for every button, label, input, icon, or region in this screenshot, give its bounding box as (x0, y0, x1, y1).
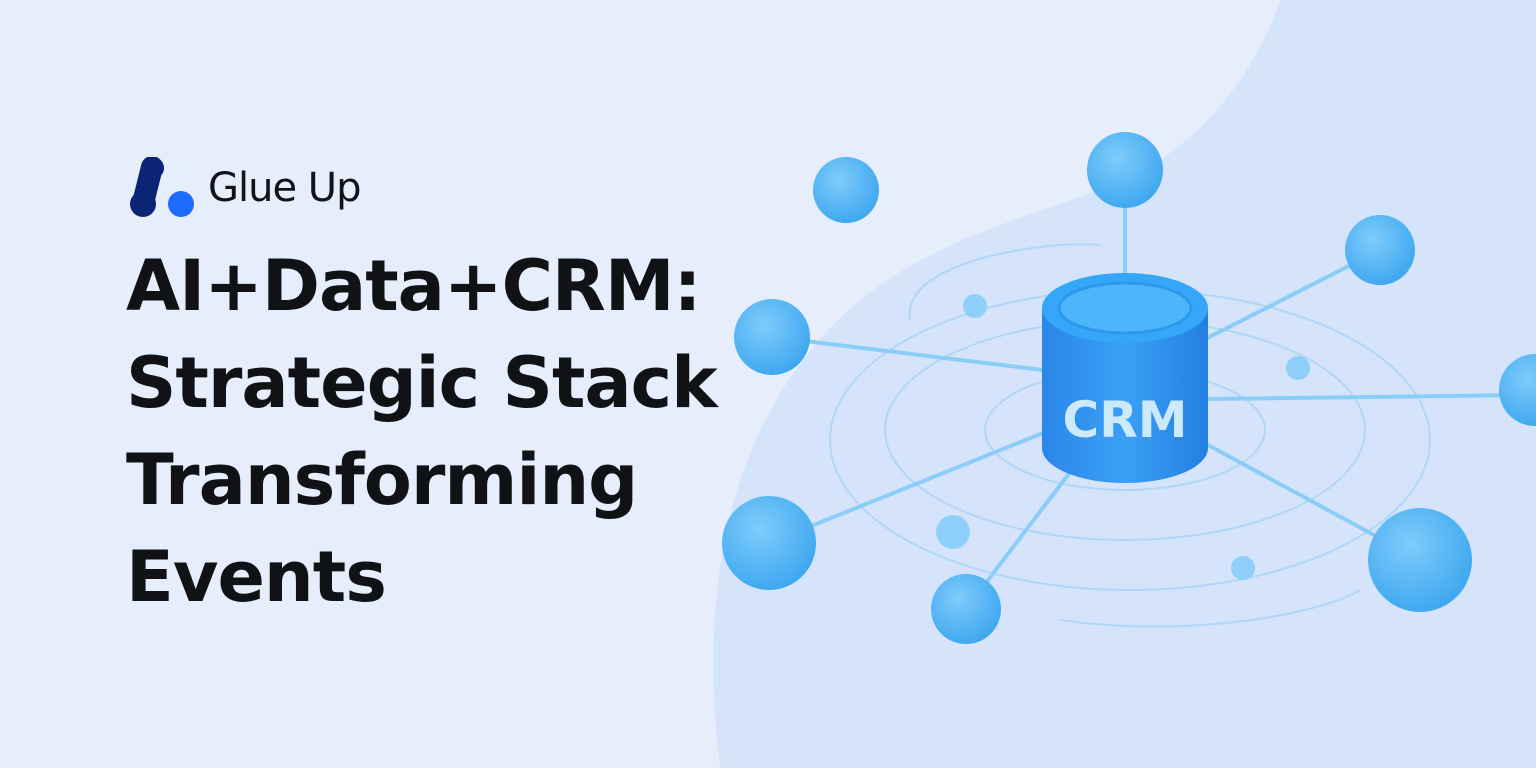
node (931, 574, 1001, 644)
node (1499, 354, 1536, 426)
headline: AI+Data+CRM: Strategic Stack Transformin… (126, 238, 718, 626)
glue-up-logo: Glue Up (130, 157, 361, 219)
network-nodes (722, 132, 1536, 644)
node (813, 157, 879, 223)
node (722, 496, 816, 590)
headline-line: AI+Data+CRM: (126, 245, 701, 327)
headline-line: Events (126, 536, 387, 618)
headline-line: Strategic Stack (126, 342, 718, 424)
small-dots (936, 294, 1310, 580)
node (734, 299, 810, 375)
crm-label: CRM (1063, 391, 1188, 449)
glue-up-logo-icon (130, 157, 194, 217)
node (1345, 215, 1415, 285)
node (1087, 132, 1163, 208)
headline-line: Transforming (126, 439, 638, 521)
cylinder-database-icon: CRM (1042, 273, 1208, 483)
node (1368, 508, 1472, 612)
brand-name: Glue Up (208, 165, 361, 211)
